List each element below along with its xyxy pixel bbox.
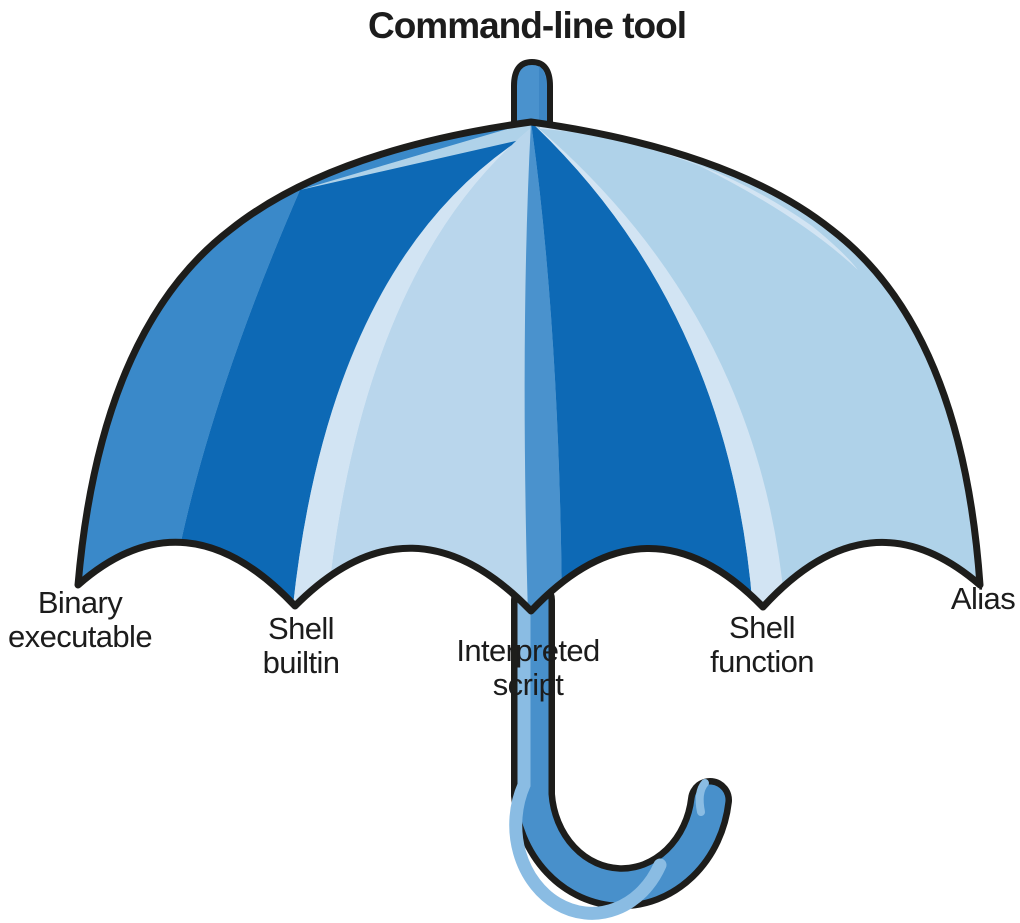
canopy-outline [74, 118, 984, 615]
canopy-highlight-strip-right [531, 122, 788, 611]
canopy-panel-pale-left [327, 122, 531, 611]
label-alias: Alias [950, 581, 1016, 616]
canopy-panel-dark-right [531, 122, 753, 611]
canopy-highlight-strip-left [293, 128, 531, 611]
canopy-panel-dark-left [170, 140, 520, 611]
diagram-title: Command-line tool [367, 5, 687, 46]
label-shell-function: Shell function [710, 610, 814, 679]
umbrella-handle [509, 578, 732, 920]
handle-body [517, 584, 726, 903]
handle-highlight [509, 597, 667, 920]
canopy-center-rib [524, 122, 562, 611]
handle-tip-highlight [695, 779, 709, 816]
label-binary-executable: Binary executable [8, 585, 153, 654]
label-shell-builtin: Shell builtin [262, 611, 340, 680]
label-interpreted-script: Interpreted script [456, 633, 600, 702]
